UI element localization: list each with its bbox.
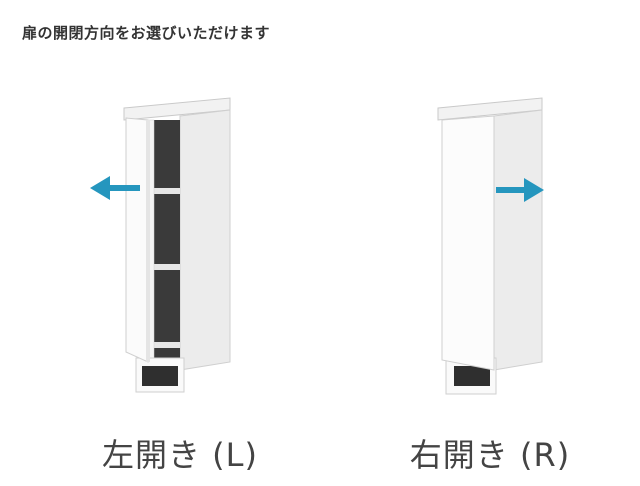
option-right-opening[interactable]: 右開き (R) (360, 80, 620, 480)
instruction-text: 扉の開閉方向をお選びいただけます (22, 24, 271, 42)
cabinet-left-illustration (90, 97, 231, 393)
cabinet-right-illustration (437, 97, 544, 395)
arrow-right-icon (496, 178, 544, 202)
option-left-label: 左開き (L) (102, 436, 258, 474)
option-left-opening[interactable]: 左開き (L) (50, 80, 310, 480)
option-right-label: 右開き (R) (409, 436, 571, 474)
arrow-left-icon (90, 176, 140, 200)
